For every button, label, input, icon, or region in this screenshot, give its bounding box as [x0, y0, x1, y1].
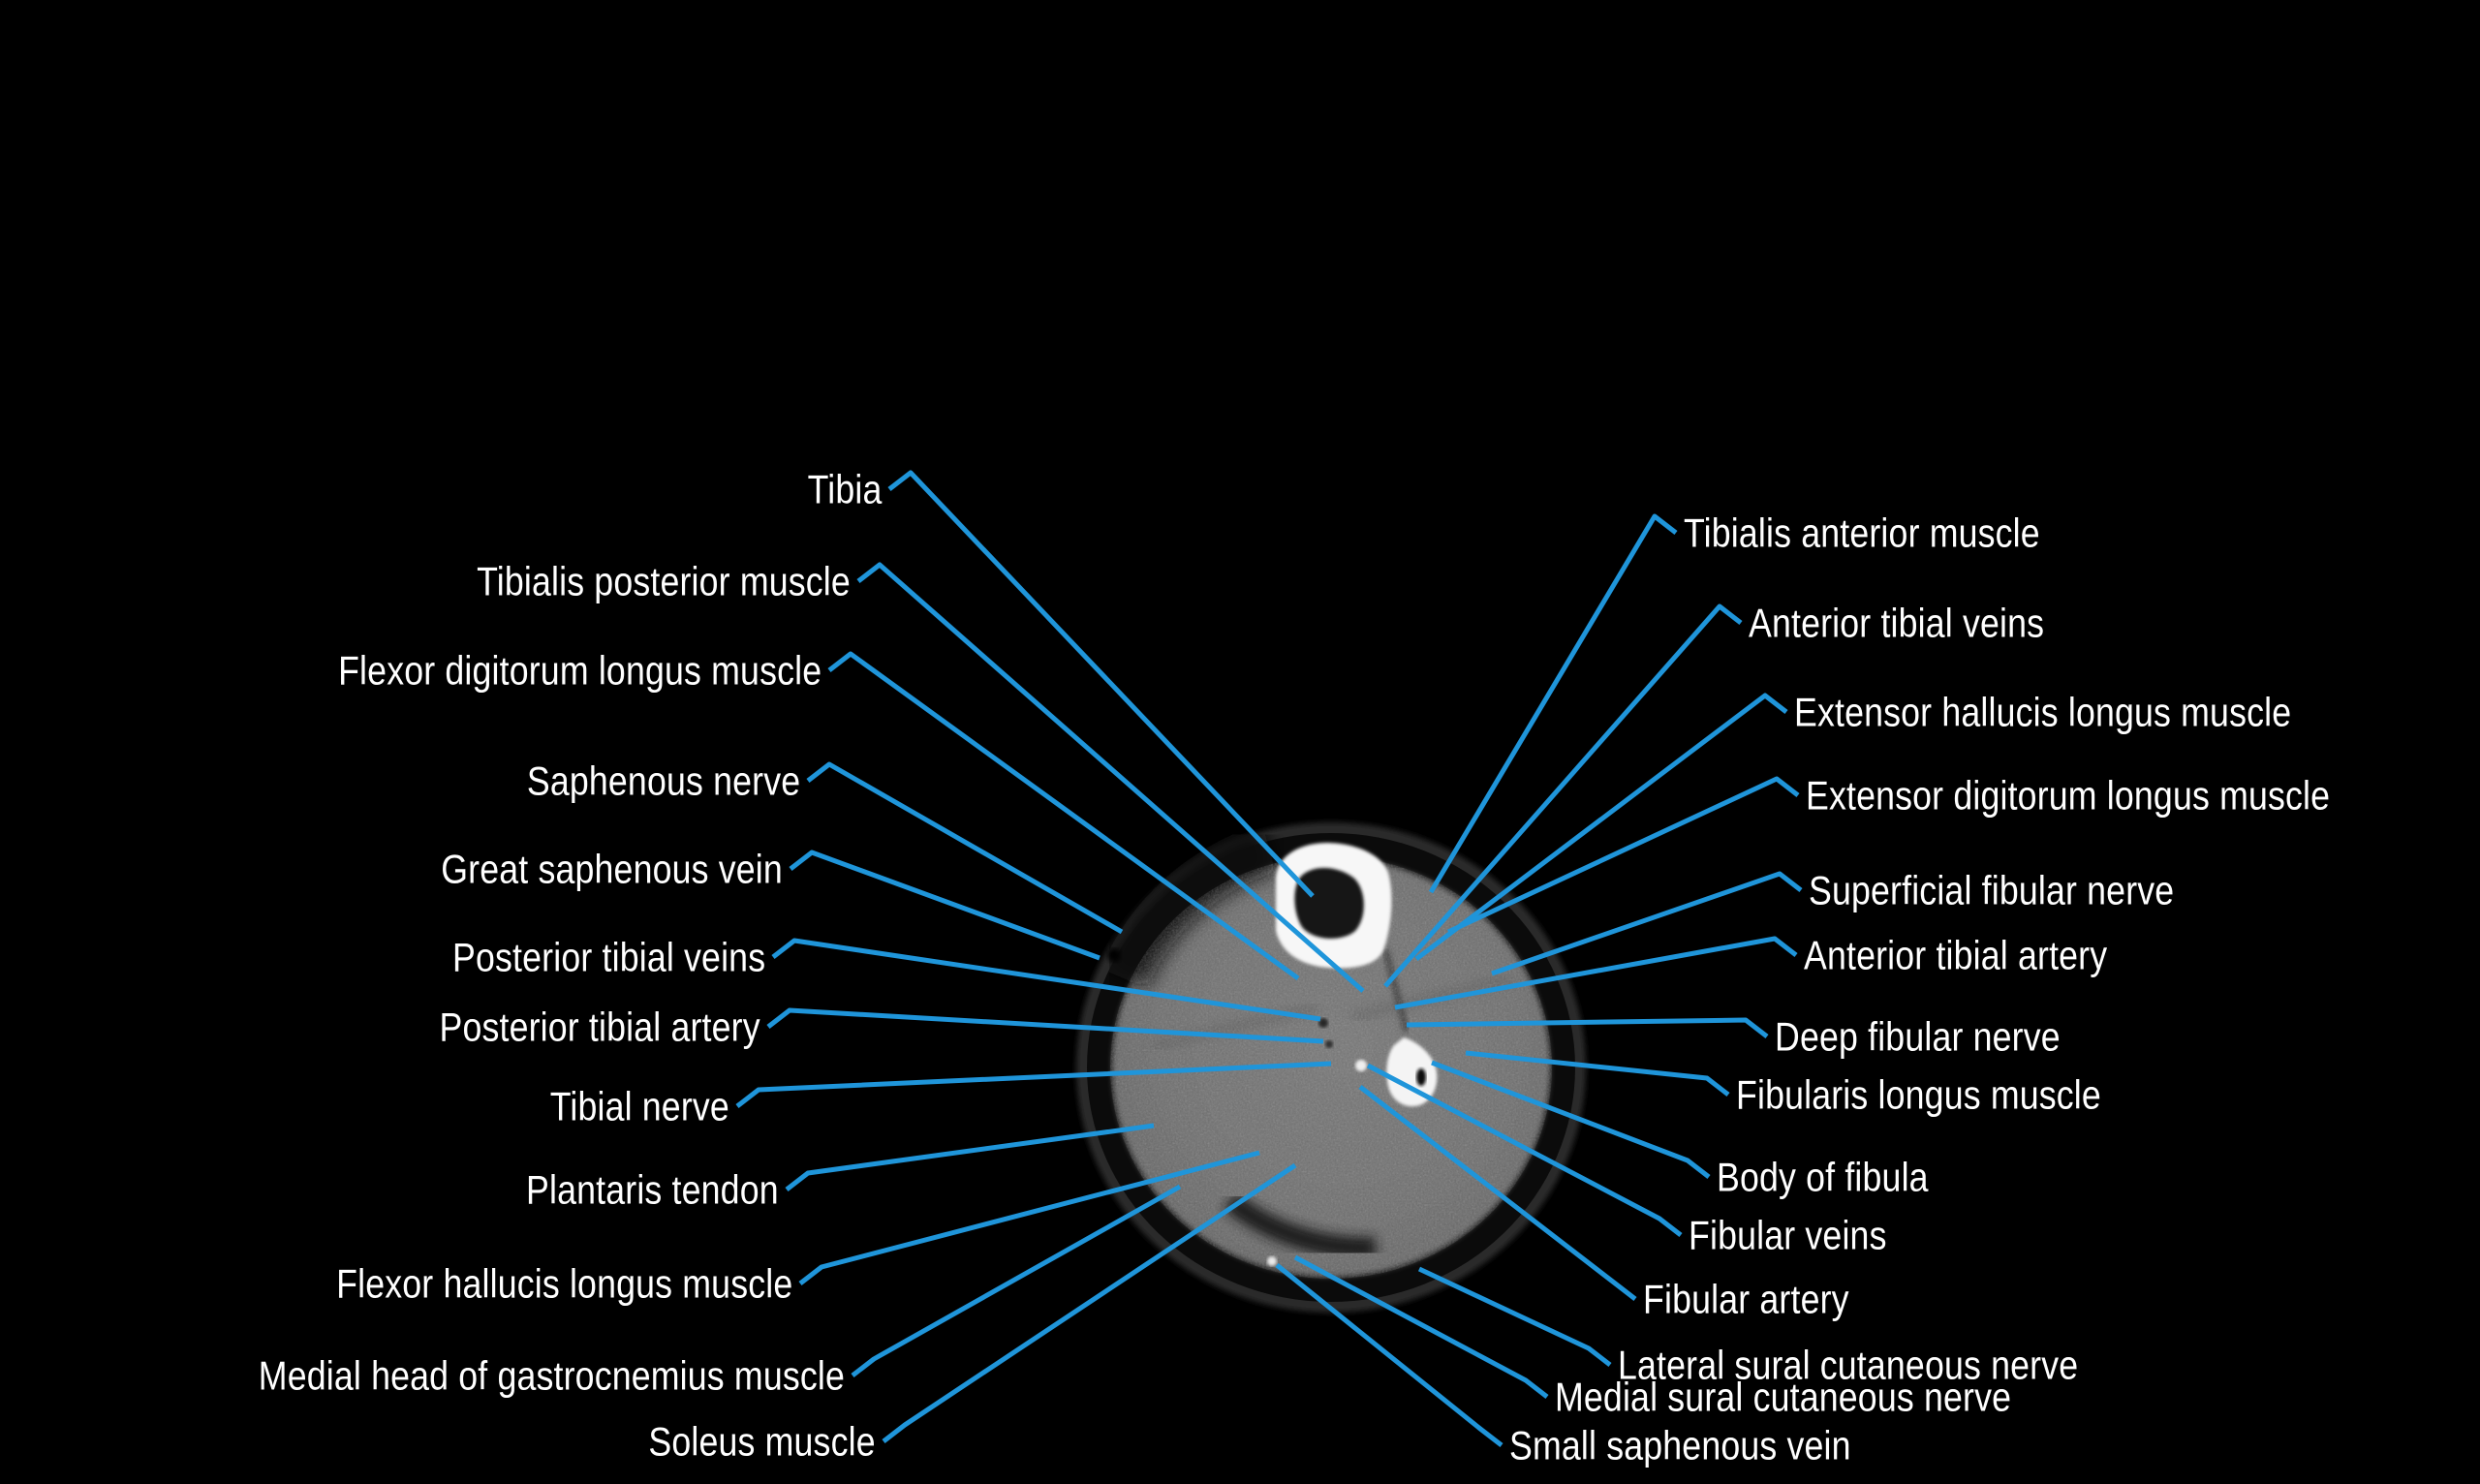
label-tibialis-anterior-muscle: Tibialis anterior muscle: [1684, 510, 2040, 556]
fibular-vessels-dot: [1355, 1060, 1367, 1071]
leader-line-extensor-hallucis-longus-muscle: [1414, 693, 1788, 961]
anteromedial-fat-band: [1100, 823, 1278, 989]
label-extensor-digitorum-longus-muscle: Extensor digitorum longus muscle: [1806, 772, 2331, 819]
label-flexor-digitorum-longus-muscle: Flexor digitorum longus muscle: [337, 647, 822, 694]
leader-line-body-of-fibula: [1431, 1060, 1711, 1179]
label-great-saphenous-vein: Great saphenous vein: [441, 846, 783, 892]
leader-line-fibular-artery: [1358, 1085, 1637, 1301]
posterior-tibial-vessels-dot: [1325, 1040, 1333, 1048]
label-extensor-hallucis-longus-muscle: Extensor hallucis longus muscle: [1794, 689, 2292, 735]
leader-line-soleus-muscle: [882, 1162, 1297, 1443]
leader-line-saphenous-nerve: [806, 761, 1124, 935]
posterior-tibial-vessels-dot: [1318, 1018, 1328, 1028]
leader-line-plantaris-tendon: [785, 1123, 1155, 1191]
leader-line-extensor-digitorum-longus-muscle: [1446, 776, 1800, 935]
label-tibial-nerve: Tibial nerve: [549, 1083, 729, 1129]
leader-line-tibia: [887, 470, 1315, 898]
label-posterior-tibial-artery: Posterior tibial artery: [439, 1004, 760, 1050]
tibia-medullary-cavity: [1294, 868, 1364, 939]
fibula-bone: [1386, 1037, 1438, 1107]
label-fibularis-longus-muscle: Fibularis longus muscle: [1736, 1071, 2101, 1118]
leader-line-tibialis-posterior-muscle: [856, 562, 1365, 993]
label-small-saphenous-vein: Small saphenous vein: [1509, 1422, 1851, 1469]
small-saphenous-vein-dot: [1267, 1256, 1277, 1266]
leader-line-anterior-tibial-artery: [1394, 936, 1798, 1010]
label-deep-fibular-nerve: Deep fibular nerve: [1775, 1013, 2061, 1060]
posterior-fat-band: [1224, 1192, 1377, 1259]
leader-line-fibular-veins: [1366, 1063, 1683, 1237]
leader-line-flexor-hallucis-longus-muscle: [798, 1150, 1260, 1285]
label-flexor-hallucis-longus-muscle: Flexor hallucis longus muscle: [335, 1260, 792, 1307]
leader-line-superficial-fibular-nerve: [1491, 871, 1803, 976]
leader-line-medial-sural-cutaneous-nerve: [1293, 1254, 1549, 1399]
fibula-medullary-cavity: [1416, 1068, 1426, 1086]
label-anterior-tibial-artery: Anterior tibial artery: [1804, 932, 2108, 978]
label-lateral-sural-cutaneous-nerve: Lateral sural cutaneous nerve: [1618, 1342, 2079, 1388]
label-medial-head-of-gastrocnemius-muscle: Medial head of gastrocnemius muscle: [258, 1352, 845, 1399]
leader-line-small-saphenous-vein: [1275, 1263, 1504, 1447]
leader-line-tibialis-anterior-muscle: [1428, 513, 1678, 894]
label-fibular-artery: Fibular artery: [1643, 1276, 1849, 1322]
label-posterior-tibial-veins: Posterior tibial veins: [451, 934, 765, 980]
label-saphenous-nerve: Saphenous nerve: [526, 757, 800, 804]
label-plantaris-tendon: Plantaris tendon: [526, 1166, 779, 1213]
ct-scan-image: [1076, 822, 1586, 1313]
label-soleus-muscle: Soleus muscle: [648, 1418, 876, 1465]
label-tibia: Tibia: [807, 466, 882, 512]
leader-line-anterior-tibial-veins: [1383, 603, 1743, 988]
label-fibular-veins: Fibular veins: [1689, 1212, 1887, 1258]
label-body-of-fibula: Body of fibula: [1717, 1154, 1929, 1200]
leader-line-posterior-tibial-artery: [766, 1007, 1324, 1044]
label-medial-sural-cutaneous-nerve: Medial sural cutaneous nerve: [1555, 1374, 2012, 1420]
label-anterior-tibial-veins: Anterior tibial veins: [1749, 600, 2045, 646]
leader-line-lateral-sural-cutaneous-nerve: [1417, 1266, 1612, 1367]
label-tibialis-posterior-muscle: Tibialis posterior muscle: [477, 558, 851, 604]
leader-line-flexor-digitorum-longus-muscle: [827, 651, 1300, 981]
leader-line-fibularis-longus-muscle: [1465, 1050, 1730, 1097]
leader-line-posterior-tibial-veins: [771, 938, 1321, 1022]
leader-line-deep-fibular-nerve: [1406, 1017, 1769, 1038]
leader-line-tibial-nerve: [735, 1061, 1332, 1108]
great-saphenous-vein-dot: [1107, 948, 1121, 962]
label-superficial-fibular-nerve: Superficial fibular nerve: [1809, 867, 2175, 913]
leader-line-great-saphenous-vein: [789, 850, 1100, 961]
leader-line-medial-head-of-gastrocnemius-muscle: [851, 1184, 1182, 1377]
